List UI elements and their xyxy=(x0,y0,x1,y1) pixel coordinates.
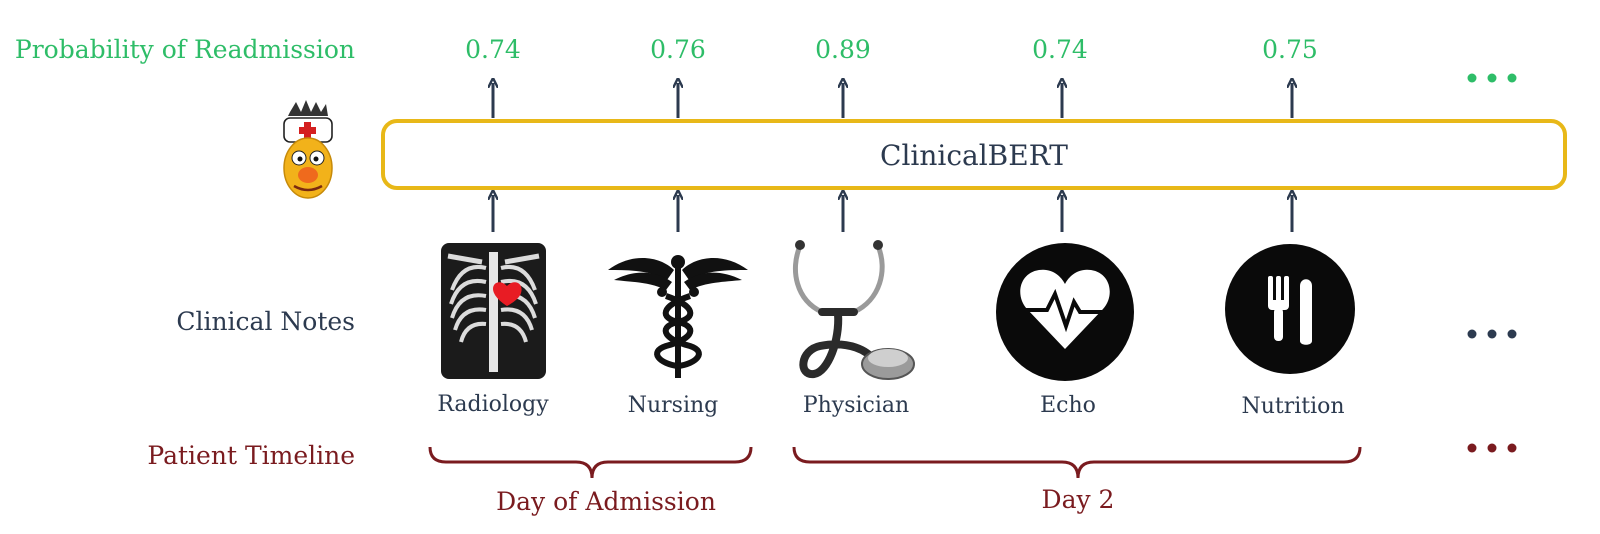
output-arrows xyxy=(493,83,1292,118)
bert-nurse-mascot-icon xyxy=(283,100,333,199)
probability-row-label: Probability of Readmission xyxy=(15,35,355,64)
probability-value: 0.74 xyxy=(465,35,521,64)
probability-value: 0.75 xyxy=(1262,35,1318,64)
note-label: Nursing xyxy=(628,393,719,418)
xray-chest-icon xyxy=(441,243,546,379)
timeline-label: Day of Admission xyxy=(496,487,716,516)
timeline-brace-day-of-admission xyxy=(428,446,753,479)
probability-value: 0.76 xyxy=(650,35,706,64)
note-label: Radiology xyxy=(437,392,549,417)
clinical-notes-row-label: Clinical Notes xyxy=(176,307,355,336)
note-label: Nutrition xyxy=(1241,394,1344,419)
continuation-dots-notes xyxy=(1467,329,1517,339)
continuation-dots-probability xyxy=(1467,73,1517,83)
caduceus-icon xyxy=(608,255,748,378)
timeline-label: Day 2 xyxy=(1042,485,1115,514)
patient-timeline-row-label: Patient Timeline xyxy=(147,441,355,470)
timeline-brace-day-2 xyxy=(792,446,1362,479)
stethoscope-icon xyxy=(792,240,915,380)
probability-value: 0.89 xyxy=(815,35,871,64)
heart-monitor-icon xyxy=(996,243,1134,381)
continuation-dots-timeline xyxy=(1467,443,1517,453)
note-label: Echo xyxy=(1040,393,1096,418)
note-label: Physician xyxy=(803,393,909,418)
model-name: ClinicalBERT xyxy=(880,139,1068,172)
clinicalbert-model-box xyxy=(381,119,1567,190)
probability-value: 0.74 xyxy=(1032,35,1088,64)
input-arrows xyxy=(493,195,1292,232)
fork-knife-icon xyxy=(1225,244,1355,374)
